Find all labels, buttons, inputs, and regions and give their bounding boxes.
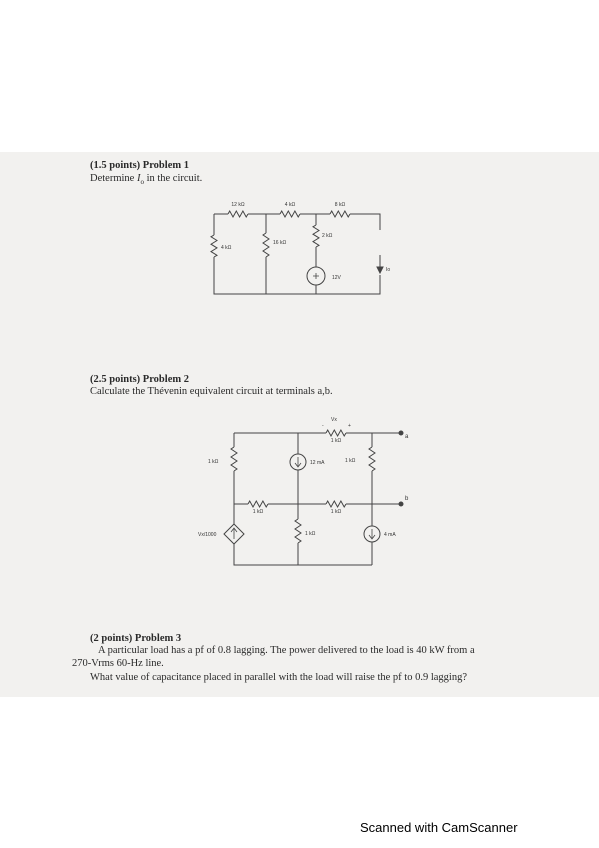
p2-label-vdep: Vx/1000 (198, 532, 217, 538)
p2-label-vx-plus: + (348, 423, 351, 429)
p1-label-io: Io (386, 267, 390, 273)
problem3-line2: 270-Vrms 60-Hz line. (72, 658, 164, 669)
p2-label-4ma: 4 mA (384, 532, 396, 538)
scanner-watermark: Scanned with CamScanner (360, 820, 518, 835)
problem3-line1: A particular load has a pf of 0.8 laggin… (98, 645, 475, 656)
p2-label-r-low: 1 kΩ (305, 531, 316, 537)
p1-label-4k-left: 4 kΩ (221, 245, 232, 251)
problem1-prompt: Determine Io in the circuit. (90, 173, 202, 186)
problem1-prompt-var: I (136, 173, 141, 184)
p2-label-r-left: 1 kΩ (208, 459, 219, 465)
problem2-heading: (2.5 points) Problem 2 (90, 374, 189, 385)
p2-label-12ma: 12 mA (310, 460, 325, 466)
p1-label-2k: 2 kΩ (322, 233, 333, 239)
problem3-heading: (2 points) Problem 3 (90, 633, 182, 644)
p2-label-r-top: 1 kΩ (331, 438, 342, 444)
problem1-prompt-suffix: in the circuit. (143, 173, 203, 184)
problem1-heading: (1.5 points) Problem 1 (90, 160, 189, 171)
p2-label-terminal-b: b (405, 496, 409, 502)
p1-label-16k: 16 kΩ (273, 240, 286, 246)
p1-label-8k: 8 kΩ (335, 202, 346, 208)
p2-label-vx-minus: - (322, 423, 324, 429)
problem2-prompt: Calculate the Thévenin equivalent circui… (90, 386, 333, 397)
p2-label-r-mid-left: 1 kΩ (253, 509, 264, 515)
p1-label-12v: 12V (332, 275, 342, 281)
circuit-diagram-1: 12 kΩ 4 kΩ 8 kΩ 2 kΩ 4 kΩ 16 kΩ 12V Io (210, 202, 390, 295)
problem3-line3: What value of capacitance placed in para… (90, 672, 467, 683)
p2-label-terminal-a: a (405, 434, 409, 440)
scanned-page (0, 152, 599, 697)
p1-label-12k: 12 kΩ (231, 202, 244, 208)
problem1-prompt-prefix: Determine (90, 173, 137, 184)
p2-label-r-right: 1 kΩ (345, 458, 356, 464)
p2-label-vx: Vx (331, 417, 337, 423)
p1-label-4k-top: 4 kΩ (285, 202, 296, 208)
problem1-prompt-sub: o (140, 178, 144, 187)
p2-label-r-mid-right: 1 kΩ (331, 509, 342, 515)
circuit-diagram-2: Vx - + 1 kΩ 1 kΩ 12 mA 1 kΩ a 1 kΩ 1 kΩ … (198, 417, 409, 566)
